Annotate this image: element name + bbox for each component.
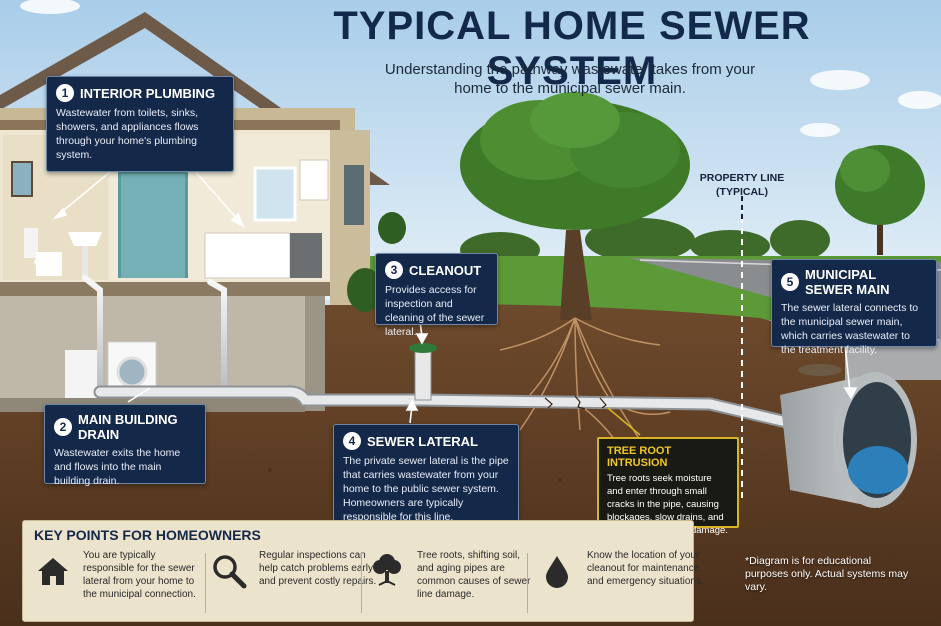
- callout-tree-root-intrusion: TREE ROOT INTRUSION Tree roots seek mois…: [597, 437, 739, 536]
- callout-cleanout: 3 CLEANOUT Provides access for inspection…: [375, 253, 498, 338]
- callout-title: INTERIOR PLUMBING: [80, 85, 216, 101]
- right-tree: [835, 145, 925, 255]
- property-line-note: (TYPICAL): [716, 186, 768, 198]
- property-line-title: PROPERTY LINE: [699, 172, 785, 184]
- disclaimer-note: *Diagram is for educational purposes onl…: [745, 555, 909, 593]
- page-title: TYPICAL HOME SEWER SYSTEM: [333, 4, 811, 93]
- step-number-badge: 4: [343, 432, 361, 450]
- callout-title: TREE ROOT INTRUSION: [607, 445, 672, 469]
- key-point-text: Tree roots, shifting soil, and aging pip…: [417, 550, 531, 600]
- callout-title: MAIN BUILDING DRAIN: [78, 412, 178, 442]
- page-subtitle: Understanding the pathway wastewater tak…: [384, 61, 756, 97]
- key-points-panel: KEY POINTS FOR HOMEOWNERS You are typica…: [22, 520, 704, 622]
- callout-text: Wastewater from toilets, sinks, showers,…: [56, 107, 199, 161]
- big-tree: [460, 92, 690, 320]
- house-icon: [38, 558, 68, 585]
- divider: [361, 553, 362, 613]
- callout-main-building-drain: 2 MAIN BUILDING DRAIN Wastewater exits th…: [44, 404, 206, 487]
- key-point-text: Know the location of your cleanout for m…: [587, 550, 704, 587]
- key-point-text: You are typically responsible for the se…: [83, 550, 196, 600]
- key-point-item: Regular inspections can help catch probl…: [211, 549, 376, 617]
- house: [0, 12, 390, 412]
- step-number-badge: 1: [56, 84, 74, 102]
- tree-icon: [373, 554, 401, 586]
- key-point-text: Regular inspections can help catch probl…: [259, 550, 377, 587]
- callout-text: Wastewater exits the home and flows into…: [54, 447, 181, 487]
- interior-pipes: [82, 275, 227, 395]
- municipal-sewer-main: [780, 372, 917, 508]
- step-number-badge: 2: [54, 418, 72, 436]
- callout-text: Provides access for inspection and clean…: [385, 284, 485, 338]
- step-number-badge: 5: [781, 273, 799, 291]
- callout-interior-plumbing: 1 INTERIOR PLUMBING Wastewater from toile…: [46, 76, 234, 172]
- key-point-item: Tree roots, shifting soil, and aging pip…: [369, 549, 539, 617]
- divider: [527, 553, 528, 613]
- callout-sewer-lateral: 4 SEWER LATERAL The private sewer lateral…: [333, 424, 519, 524]
- callout-text: The private sewer lateral is the pipe th…: [343, 455, 509, 523]
- callout-title: MUNICIPAL SEWER MAIN: [805, 267, 890, 297]
- cleanout-cap: [409, 343, 437, 353]
- divider: [205, 553, 206, 613]
- property-line-label: PROPERTY LINE (TYPICAL): [692, 171, 792, 199]
- water-drop-icon: [546, 556, 568, 588]
- key-point-item: Know the location of your cleanout for m…: [539, 549, 704, 617]
- key-points-title: KEY POINTS FOR HOMEOWNERS: [34, 527, 261, 543]
- pipe-cracks: [544, 395, 607, 410]
- key-point-item: You are typically responsible for the se…: [35, 549, 205, 617]
- callout-text: The sewer lateral connects to the munici…: [781, 302, 919, 356]
- cleanout-riser: [414, 349, 432, 401]
- magnifier-icon: [213, 555, 247, 589]
- step-number-badge: 3: [385, 261, 403, 279]
- callout-leader-lines: [52, 159, 858, 424]
- callout-title: CLEANOUT: [409, 262, 482, 278]
- callout-municipal-sewer-main: 5 MUNICIPAL SEWER MAIN The sewer lateral …: [771, 259, 937, 356]
- callout-title: SEWER LATERAL: [367, 433, 478, 449]
- shrubs: [347, 212, 406, 312]
- clouds: [20, 0, 941, 137]
